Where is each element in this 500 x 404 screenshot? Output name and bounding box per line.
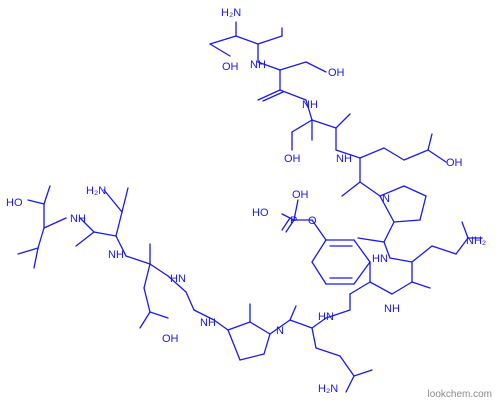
- nh-tyr-label: NH: [384, 303, 400, 315]
- nh-ser-label: NH: [302, 99, 318, 111]
- oh-glu2-label: OH: [162, 333, 179, 345]
- o-phos-label: O: [308, 215, 317, 227]
- h2n-asn-label: H₂N: [86, 185, 106, 197]
- h2n-gln-side-label: NH₂: [466, 235, 486, 247]
- bonds: [17, 21, 483, 393]
- h2n-gln3-label: H₂N: [318, 383, 338, 395]
- oh-phos1-label: HO: [252, 207, 269, 219]
- nh-gln-label: HN: [372, 253, 388, 265]
- ho-leu-label: HO: [6, 197, 23, 209]
- nh-gln2-label: HN: [318, 311, 334, 323]
- nh-thr2-label: NH: [336, 153, 352, 165]
- n-pro1-label: N: [382, 193, 390, 205]
- oh-glu-side-label: OH: [446, 157, 463, 169]
- oh-phos2-label: OH: [292, 189, 309, 201]
- nh-glyA-label: HN: [170, 273, 186, 285]
- h2n-top-label: H₂N: [221, 7, 241, 19]
- nh-leu-label: NH: [70, 213, 86, 225]
- oh-thr1-label: OH: [222, 61, 239, 73]
- nh-asn-label: NH: [108, 249, 124, 261]
- atom-labels: H₂N OH NH OH NH OH NH OH NH₂ HN HO P OH …: [6, 7, 486, 395]
- oh-thr2-label: OH: [284, 153, 301, 165]
- nh-glyB-label: NH: [200, 317, 216, 329]
- watermark: lookchem.com: [427, 389, 492, 400]
- n-pro2-label: N: [276, 325, 284, 337]
- oh-ser-label: OH: [328, 67, 345, 79]
- p-phos-label: P: [290, 215, 297, 227]
- nh-thr1-label: NH: [250, 59, 266, 71]
